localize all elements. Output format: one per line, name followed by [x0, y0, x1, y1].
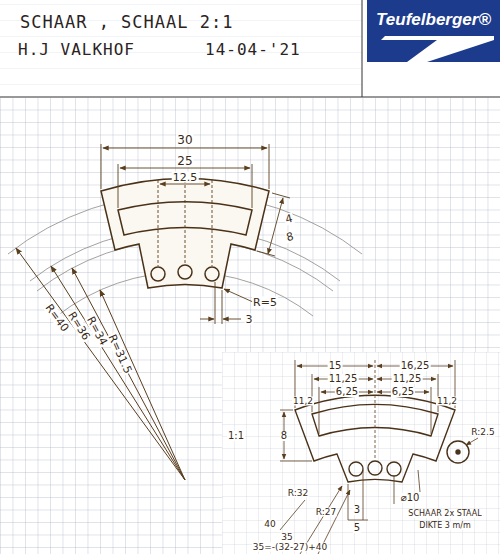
dimension: 30 [176, 134, 193, 146]
inset-part [295, 395, 469, 482]
blade-part [101, 178, 269, 288]
dimension-lines [101, 144, 290, 324]
inset-paper [222, 352, 500, 554]
sheet-title: SCHAAR , SCHAAL 2:1 [20, 12, 233, 32]
dimension: 3 [353, 505, 361, 515]
dimension: 25 [176, 155, 193, 167]
radius-label: R:32 [287, 489, 309, 498]
dimension: 11,25 [392, 374, 423, 384]
logo-box: Teufelberger® [367, 0, 500, 62]
dimension: 6,25 [391, 387, 415, 397]
radius-label: R:27 [315, 508, 337, 517]
scale-note: 1:1 [227, 431, 245, 441]
date: 14-04-'21 [205, 40, 301, 59]
author-name: H.J VALKHOF [18, 40, 135, 59]
grid-paper [0, 98, 500, 554]
dimension: 5 [353, 523, 361, 533]
dimension: 12.5 [172, 172, 199, 183]
formula-note: 35=-(32-27)+40 [252, 543, 328, 552]
dimension: ⌀10 [400, 493, 421, 503]
dimension: 11,2 [292, 397, 314, 406]
radius-label: R:2.5 [470, 428, 495, 437]
header-paper [0, 0, 362, 97]
dimension: 8 [280, 431, 288, 441]
header-rule [0, 96, 500, 97]
dimension: 15 [328, 361, 343, 371]
dimension: 11,25 [328, 374, 359, 384]
dimension: 11,2 [436, 397, 458, 406]
dimension: 6,25 [335, 387, 359, 397]
dimension: 35 [280, 533, 293, 542]
dimension: 40 [263, 520, 276, 529]
header-divider [362, 0, 363, 97]
dimension: 16,25 [400, 361, 431, 371]
inset-grid [222, 352, 500, 554]
radius-label: R=5 [252, 297, 278, 308]
part-note: SCHAAR 2x STAAL [407, 510, 482, 518]
part-note: DIKTE 3 m/m [418, 522, 472, 530]
dimension: 3 [245, 314, 254, 325]
inset-dimensions [280, 360, 478, 554]
logo-text: Teufelberger® [376, 10, 491, 30]
logo-swoosh [367, 0, 500, 62]
